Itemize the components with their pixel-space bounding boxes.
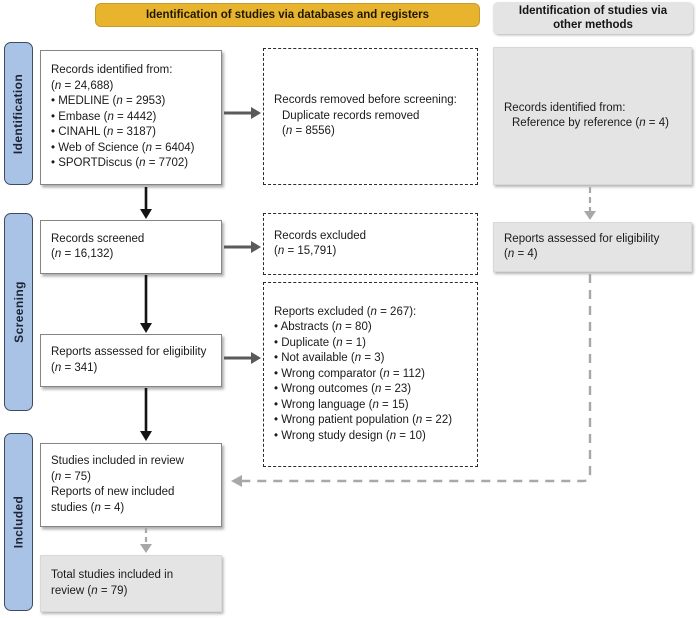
records-screened-box: Records screened (n = 16,132) — [40, 220, 222, 274]
reports-assessed-box: Reports assessed for eligibility (n = 34… — [40, 334, 222, 387]
records-removed-box: Records removed before screening: Duplic… — [263, 48, 478, 185]
arrow-other-identified-to-assessed — [584, 187, 596, 220]
records-excluded-box: Records excluded (n = 15,791) — [263, 213, 478, 275]
studies-included-box: Studies included in review (n = 75) Repo… — [40, 443, 222, 527]
header-databases-label: Identification of studies via databases … — [145, 9, 430, 21]
other-reports-assessed-box: Reports assessed for eligibility (n = 4) — [493, 222, 692, 272]
header-databases-registers: Identification of studies via databases … — [95, 3, 480, 27]
arrow-identified-to-removed — [224, 107, 261, 119]
stage-label-identification: Identification — [4, 42, 33, 185]
header-other-methods-line1: Identification of studies via — [518, 5, 668, 17]
header-other-methods-line2: other methods — [553, 19, 633, 31]
total-studies-box: Total studies included in review (n = 79… — [40, 555, 222, 612]
records-identified-box: Records identified from: (n = 24,688) • … — [40, 50, 222, 185]
arrow-assessed-to-reports-excluded — [224, 352, 261, 364]
arrow-identified-to-screened — [140, 187, 152, 219]
arrow-included-to-total — [140, 528, 152, 553]
other-records-identified-box: Records identified from: Reference by re… — [493, 47, 692, 185]
arrow-screened-to-assessed — [140, 275, 152, 333]
stage-label-included: Included — [4, 433, 33, 611]
header-other-methods: Identification of studies via other meth… — [493, 2, 693, 34]
stage-label-screening: Screening — [4, 213, 33, 411]
reports-excluded-box: Reports excluded (n = 267): • Abstracts … — [263, 282, 478, 467]
arrow-screened-to-excluded — [224, 241, 261, 253]
arrow-assessed-to-included — [140, 388, 152, 441]
